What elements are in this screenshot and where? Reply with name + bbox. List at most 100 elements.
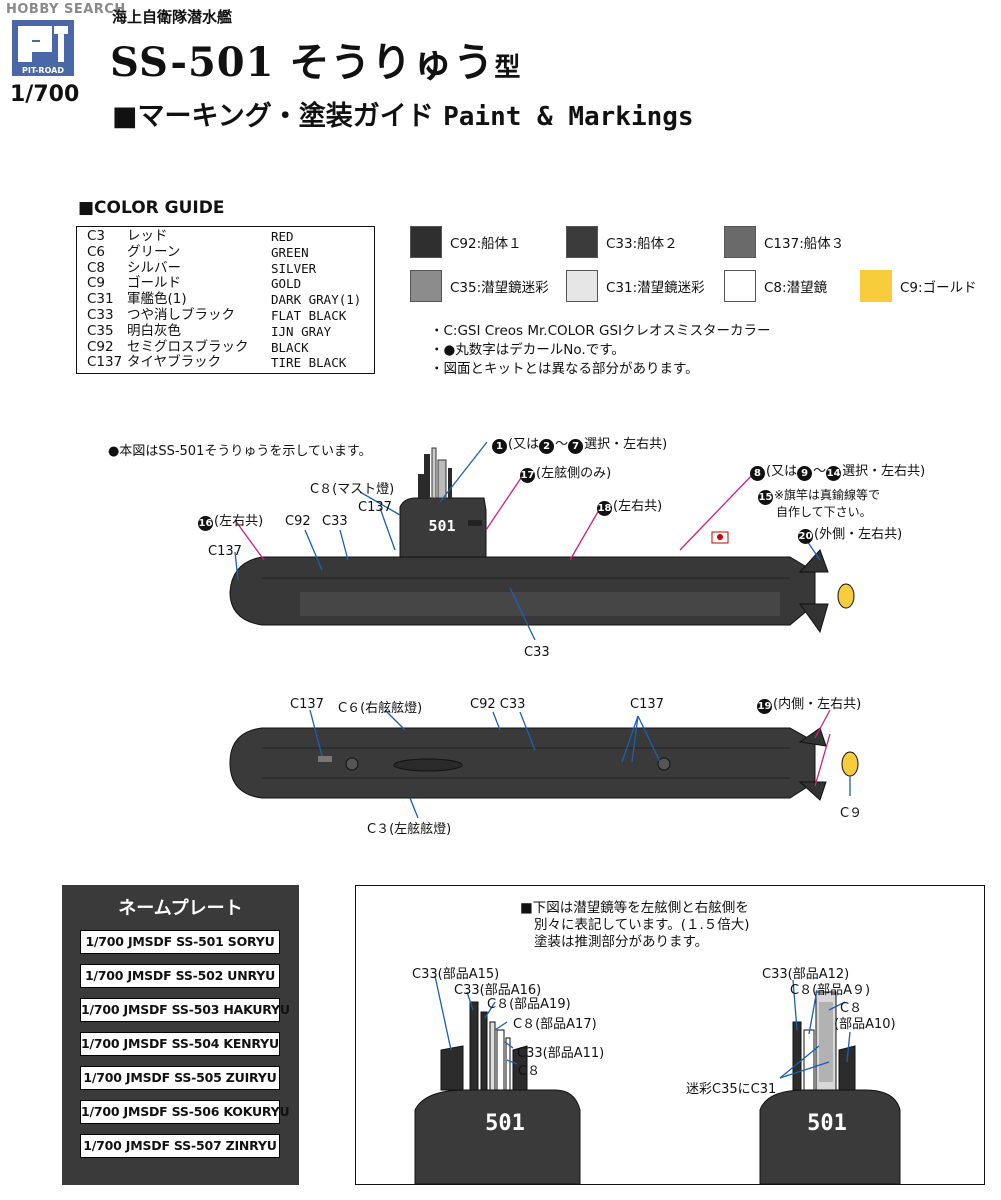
decal-number: 7: [568, 439, 584, 454]
logo-text: PIT-ROAD: [22, 66, 64, 75]
swatch-label: C137:船体３: [764, 236, 845, 252]
section-heading: ■マーキング・塗装ガイド Paint & Markings: [112, 94, 694, 133]
note-line: ・図面とキットとは異なる部分があります。: [430, 361, 699, 377]
swatch-label: C9:ゴールド: [900, 280, 977, 296]
decal-number: 16: [198, 516, 213, 531]
swatch-label: C8:潜望鏡: [764, 280, 828, 296]
top-sail: [393, 758, 463, 772]
top-c92-c33-label: C92 C33: [470, 697, 526, 712]
color-name-jp: タイヤブラック: [127, 354, 222, 371]
decal-18-label: 18(左右共): [597, 495, 662, 516]
label-text: (左舷側のみ): [536, 466, 612, 481]
right-sail: [759, 1089, 901, 1184]
decal-number: 18: [597, 501, 612, 516]
color-name-en: GREEN: [271, 244, 309, 260]
color-name-en: SILVER: [271, 260, 317, 276]
label-text: 選択・左右共): [584, 437, 668, 452]
color-name-en: FLAT BLACK: [271, 307, 347, 323]
decal-number: 9: [797, 466, 813, 481]
top-propeller: [841, 751, 859, 777]
label-text: (内側・左右共): [773, 697, 862, 712]
side-propeller: [837, 583, 855, 609]
color-name-jp: 明白灰色: [127, 322, 181, 339]
c137-label: C137: [358, 500, 392, 515]
swatch-box: [724, 270, 756, 302]
top-hull: [229, 727, 816, 799]
color-code: C35: [87, 322, 114, 339]
color-code: C31: [87, 291, 114, 308]
color-name-jp: つや消しブラック: [127, 306, 235, 323]
c33-hull-label: C33: [524, 645, 550, 660]
top-c6-label: C６(右舷舷燈): [338, 701, 423, 716]
swatch-box: [410, 226, 442, 258]
color-code: C33: [87, 306, 114, 323]
color-name-en: TIRE BLACK: [271, 355, 347, 371]
swatch-label: C92:船体１: [450, 236, 522, 252]
color-name-jp: グリーン: [127, 243, 181, 260]
decal-number: 14: [826, 466, 842, 481]
swatch: C33:船体２: [566, 226, 678, 258]
decal-number: 20: [798, 529, 813, 544]
color-code: C137: [87, 354, 123, 371]
detail-right-label: 迷彩C35にC31: [686, 1082, 777, 1097]
right-hull-number: 501: [807, 1111, 847, 1136]
swatch: C35:潜望鏡迷彩: [410, 270, 549, 302]
detail-left-label: C33(部品A15): [412, 967, 500, 982]
label-text: 選択・左右共): [842, 464, 926, 479]
decal-number: 2: [539, 439, 555, 454]
label-text: ※旗竿は真鍮線等で: [774, 488, 881, 502]
left-hull-number: 501: [485, 1111, 525, 1136]
label-text: (外側・左右共): [814, 527, 903, 542]
swatch-box: [860, 270, 892, 302]
side-sail: [399, 497, 487, 558]
label-text: (又は: [508, 437, 540, 452]
nameplate: 1/700 JMSDF SS-506 KOKURYU: [80, 1100, 290, 1124]
side-hull-number: 501: [428, 517, 455, 535]
top-c3-label: C３(左舷舷燈): [367, 822, 452, 837]
nameplate: 1/700 JMSDF SS-503 HAKURYU: [80, 998, 290, 1022]
note-line: ・C:GSI Creos Mr.COLOR GSIクレオスミスターカラー: [430, 323, 771, 339]
detail-left-label: C33(部品A16): [454, 983, 542, 998]
swatch-label: C31:潜望鏡迷彩: [606, 280, 705, 296]
swatch: C92:船体１: [410, 226, 522, 258]
color-row: C33 つや消しブラック FLAT BLACK: [77, 306, 374, 324]
periscope-detail-box: [355, 885, 985, 1185]
nameplate: 1/700 JMSDF SS-504 KENRYU: [80, 1032, 280, 1056]
decal-20-label: 20(外側・左右共): [798, 523, 902, 544]
page-title: SS-501 そうりゅう型: [110, 30, 521, 88]
decal-number: 8: [750, 466, 765, 481]
side-hull-stripe: [300, 592, 780, 616]
nameplate: 1/700 JMSDF SS-507 ZINRYU: [80, 1134, 280, 1158]
color-name-en: DARK GRAY(1): [271, 292, 362, 308]
subtitle: 海上自衛隊潜水艦: [112, 8, 233, 26]
color-name-jp: レッド: [127, 228, 168, 244]
swatch: C31:潜望鏡迷彩: [566, 270, 705, 302]
side-tail-fin: [798, 549, 829, 573]
color-name-jp: セミグロスブラック: [127, 338, 249, 355]
periscope-detail-drawing: 501 501: [414, 975, 901, 1184]
decal-number: 17: [520, 468, 535, 483]
detail-note-line: 塗装は推測部分があります。: [534, 934, 709, 950]
label-text: (左右共): [214, 514, 264, 529]
label-text: (又は: [766, 464, 798, 479]
color-code: C8: [87, 259, 106, 276]
nameplate-title: ネームプレート: [118, 898, 243, 919]
detail-note-line: ■下図は潜望鏡等を左舷側と右舷側を: [520, 900, 749, 916]
detail-right-label: C８(部品A９): [790, 983, 871, 998]
swatch-box: [724, 226, 756, 258]
detail-left-label: C８(部品A17): [513, 1017, 597, 1032]
detail-left-label: C８: [518, 1064, 541, 1079]
note-line: ・●丸数字はデカールNo.です。: [430, 342, 625, 358]
color-name-jp: 軍艦色(1): [127, 291, 187, 308]
color-code: C92: [87, 338, 114, 355]
label-text: 〜: [813, 464, 827, 479]
swatch: C9:ゴールド: [860, 270, 977, 302]
side-view-drawing: 501: [229, 441, 855, 641]
